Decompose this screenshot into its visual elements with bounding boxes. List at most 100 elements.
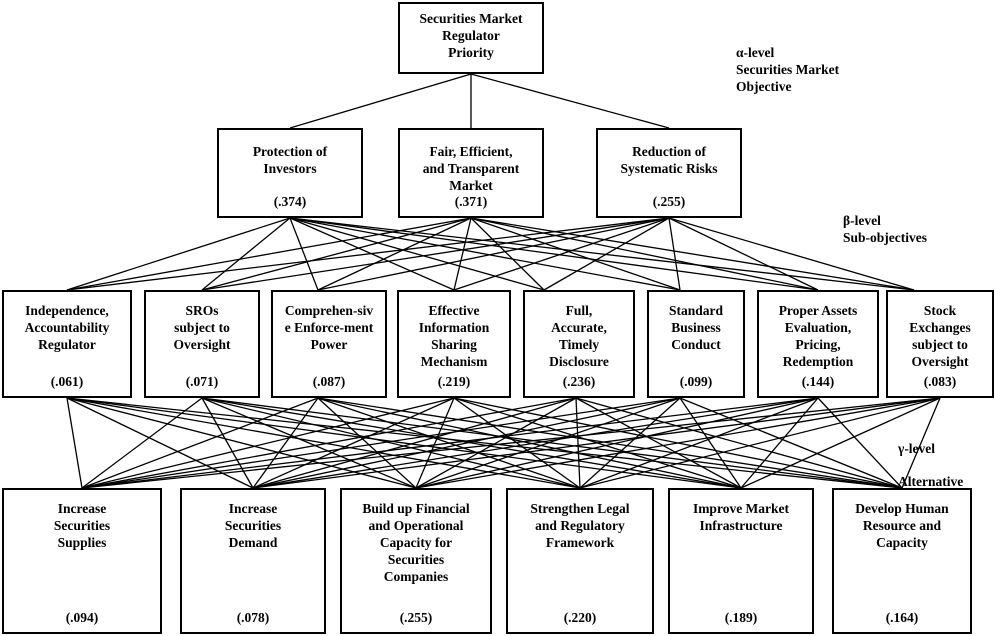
subcriterion-to-alternative-line [415, 397, 577, 489]
subcriterion-label: Stock Exchanges subject to Oversight [909, 303, 971, 369]
subcriterion-label: Effective Information Sharing Mechanism [418, 303, 490, 369]
subcriterion-label: Independence, Accountability Regulator [24, 303, 110, 352]
criterion-weight: (.255) [652, 194, 686, 209]
criterion-to-subcriterion-line [668, 217, 819, 291]
criterion-to-subcriterion-line [668, 217, 915, 291]
alternative-label: Increase Securities Supplies [53, 501, 111, 550]
alternative-label: Increase Securities Demand [224, 501, 282, 550]
subcriterion-to-alternative-line [317, 397, 742, 489]
subcriterion-weight: (.219) [437, 374, 471, 389]
subcriterion-to-alternative-line [81, 397, 455, 489]
criterion-to-subcriterion-line [201, 217, 670, 291]
criterion-to-subcriterion-line [289, 217, 819, 291]
subcriterion-to-alternative-line [66, 397, 742, 489]
subcriterion-to-alternative-line [66, 397, 581, 489]
subcriterion-to-alternative-line [740, 397, 941, 489]
subcriterion-to-alternative-line [81, 397, 577, 489]
criterion-label: Protection of Investors [252, 144, 328, 176]
criterion-weight: (.371) [454, 194, 488, 209]
alternative-weight: (.255) [399, 610, 433, 625]
subcriterion-to-alternative-line [252, 397, 455, 489]
subcriterion-to-alternative-line [201, 397, 581, 489]
goal-node: Securities Market Regulator Priority [398, 2, 544, 74]
subcriterion-to-alternative-line [66, 397, 417, 489]
subcriterion-to-alternative-line [252, 397, 681, 489]
subcriterion-to-alternative-line [579, 397, 941, 489]
gamma-level-label: γ-level Alternative [898, 441, 964, 489]
goal-label: Securities Market Regulator Priority [419, 11, 523, 60]
subcriterion-node-stock-exchanges-oversight: Stock Exchanges subject to Oversight (.0… [886, 290, 994, 398]
criterion-to-subcriterion-line [66, 217, 291, 291]
criterion-node-protection-of-investors: Protection of Investors (.374) [217, 128, 363, 218]
subcriterion-to-alternative-line [201, 397, 742, 489]
criterion-to-subcriterion-line [289, 217, 319, 291]
beta-level-label: β-level Sub-objectives [843, 213, 927, 245]
subcriterion-to-alternative-line [81, 397, 941, 489]
subcriterion-to-alternative-line [579, 397, 681, 489]
criterion-to-subcriterion-line [201, 217, 472, 291]
criterion-to-subcriterion-line [470, 217, 819, 291]
criterion-to-subcriterion-line [201, 217, 291, 291]
subcriterion-to-alternative-line [575, 397, 903, 489]
subcriterion-node-information-sharing: Effective Information Sharing Mechanism … [397, 290, 511, 398]
alternative-weight: (.220) [563, 610, 597, 625]
subcriterion-weight: (.099) [679, 374, 713, 389]
subcriterion-to-alternative-line [415, 397, 819, 489]
subcriterion-label: Full, Accurate, Timely Disclosure [549, 303, 609, 369]
criterion-to-subcriterion-line [470, 217, 681, 291]
subcriterion-to-alternative-line [415, 397, 941, 489]
subcriterion-weight: (.083) [923, 374, 957, 389]
criterion-to-subcriterion-line [289, 217, 681, 291]
alternative-node-market-infrastructure: Improve Market Infrastructure (.189) [668, 488, 814, 634]
alternative-label: Strengthen Legal and Regulatory Framewor… [530, 501, 630, 550]
alternative-weight: (.078) [236, 610, 270, 625]
subcriterion-to-alternative-line [201, 397, 254, 489]
subcriterion-to-alternative-line [81, 397, 819, 489]
goal-to-criterion-line [289, 73, 472, 129]
subcriterion-to-alternative-line [579, 397, 819, 489]
subcriterion-label: SROs subject to Oversight [173, 303, 231, 352]
subcriterion-weight: (.236) [562, 374, 596, 389]
subcriterion-to-alternative-line [252, 397, 319, 489]
alternative-label: Improve Market Infrastructure [692, 501, 790, 533]
alternative-node-increase-demand: Increase Securities Demand (.078) [180, 488, 326, 634]
subcriterion-node-timely-disclosure: Full, Accurate, Timely Disclosure (.236) [523, 290, 635, 398]
subcriterion-to-alternative-line [679, 397, 903, 489]
subcriterion-to-alternative-line [901, 397, 941, 489]
criterion-label: Reduction of Systematic Risks [620, 144, 718, 176]
criterion-to-subcriterion-line [453, 217, 472, 291]
criterion-to-subcriterion-line [543, 217, 670, 291]
subcriterion-to-alternative-line [81, 397, 319, 489]
subcriterion-to-alternative-line [415, 397, 681, 489]
criterion-to-subcriterion-line [470, 217, 915, 291]
criterion-to-subcriterion-line [289, 217, 915, 291]
subcriterion-to-alternative-line [66, 397, 83, 489]
subcriterion-to-alternative-line [575, 397, 742, 489]
alternative-node-human-resource-capacity: Develop Human Resource and Capacity (.16… [832, 488, 972, 634]
criterion-to-subcriterion-line [66, 217, 670, 291]
goal-to-criterion-line [470, 73, 670, 129]
subcriterion-to-alternative-line [66, 397, 254, 489]
criterion-weight: (.374) [273, 194, 307, 209]
subcriterion-label: Comprehen-siv e Enforce-ment Power [284, 303, 374, 352]
subcriterion-node-assets-evaluation: Proper Assets Evaluation, Pricing, Redem… [757, 290, 879, 398]
alternative-weight: (.164) [885, 610, 919, 625]
criterion-to-subcriterion-line [317, 217, 670, 291]
alternative-label: Develop Human Resource and Capacity [855, 501, 949, 550]
subcriterion-to-alternative-line [81, 397, 203, 489]
subcriterion-weight: (.071) [185, 374, 219, 389]
alternative-weight: (.189) [724, 610, 758, 625]
alternative-node-financial-operational-capacity: Build up Financial and Operational Capac… [340, 488, 492, 634]
alternative-weight: (.094) [65, 610, 99, 625]
subcriterion-to-alternative-line [201, 397, 417, 489]
criterion-to-subcriterion-line [453, 217, 670, 291]
subcriterion-to-alternative-line [740, 397, 819, 489]
subcriterion-label: Proper Assets Evaluation, Pricing, Redem… [778, 303, 858, 369]
criterion-to-subcriterion-line [317, 217, 472, 291]
criterion-to-subcriterion-line [289, 217, 545, 291]
subcriterion-weight: (.144) [801, 374, 835, 389]
subcriterion-to-alternative-line [317, 397, 903, 489]
subcriterion-to-alternative-line [252, 397, 941, 489]
